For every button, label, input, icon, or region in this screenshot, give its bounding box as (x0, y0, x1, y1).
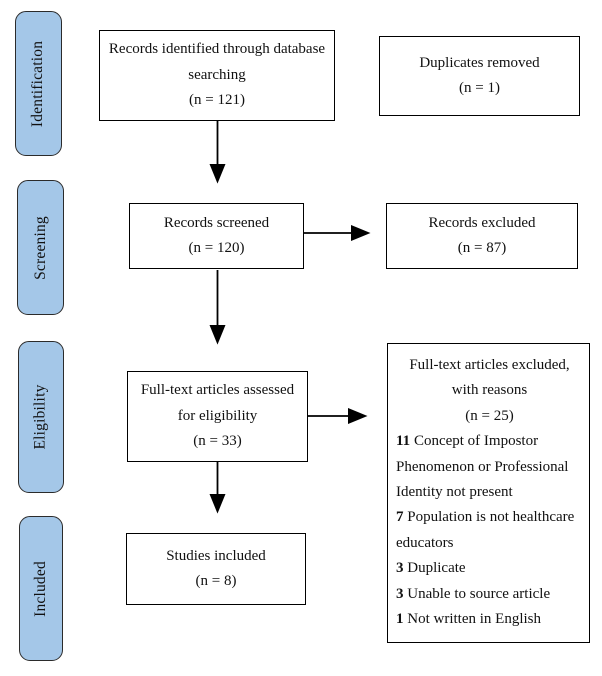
box-duplicates-removed-line1: Duplicates removed (419, 54, 540, 71)
exclusion-reason-concept-text: Concept of Impostor Phenomenon or Profes… (396, 433, 569, 501)
box-fulltext-assessed: Full-text articles assessed for eligibil… (127, 371, 308, 462)
box-records-screened-count: (n = 120) (188, 240, 245, 256)
box-duplicates-removed: Duplicates removed (n = 1) (379, 36, 580, 116)
box-records-identified-line1: Records identified through database (108, 41, 326, 58)
stage-included: Included (19, 516, 63, 661)
box-records-screened-line1: Records screened (163, 214, 270, 231)
box-fulltext-assessed-count: (n = 33) (193, 433, 242, 450)
exclusion-reason-concept: 11 Concept of Impostor Phenomenon or Pro… (396, 429, 583, 505)
box-studies-included: Studies included (n = 8) (126, 533, 306, 605)
stage-identification-label: Identification (29, 40, 47, 127)
box-records-excluded-line1: Records excluded (428, 214, 536, 231)
box-fulltext-excluded-line1: Full-text articles excluded, (409, 357, 570, 373)
box-studies-included-count: (n = 8) (195, 573, 237, 589)
box-records-identified: Records identified through database sear… (99, 30, 335, 121)
box-records-excluded: Records excluded (n = 87) (386, 203, 578, 269)
stage-screening: Screening (17, 180, 64, 315)
exclusion-reason-population-count: 7 (396, 509, 404, 526)
stage-screening-label: Screening (31, 215, 49, 280)
box-records-screened: Records screened (n = 120) (129, 203, 304, 269)
exclusion-reason-population: 7 Population is not healthcare educators (396, 505, 583, 556)
exclusion-reason-duplicate-text: Duplicate (407, 560, 466, 577)
box-fulltext-excluded-count: (n = 25) (465, 407, 514, 424)
exclusion-reason-population-text: Population is not healthcare educators (396, 509, 575, 551)
exclusion-reason-language-text: Not written in English (407, 611, 541, 628)
stage-included-label: Included (32, 560, 50, 617)
box-records-excluded-count: (n = 87) (457, 240, 507, 256)
box-fulltext-assessed-line2: for eligibility (177, 407, 258, 424)
box-duplicates-removed-count: (n = 1) (459, 80, 500, 96)
box-records-identified-line2: searching (188, 66, 246, 83)
stage-eligibility-label: Eligibility (32, 384, 50, 450)
stage-eligibility: Eligibility (18, 341, 64, 493)
box-studies-included-line1: Studies included (166, 547, 266, 564)
exclusion-reason-unsourceable-text: Unable to source article (407, 585, 551, 602)
exclusion-reason-language: 1 Not written in English (396, 607, 583, 632)
exclusion-reason-unsourceable: 3 Unable to source article (396, 582, 583, 607)
exclusion-reason-concept-count: 11 (396, 433, 411, 450)
box-fulltext-assessed-line1: Full-text articles assessed (140, 382, 295, 399)
exclusion-reason-language-count: 1 (396, 611, 404, 628)
box-records-identified-count: (n = 121) (189, 92, 245, 109)
exclusion-reason-duplicate: 3 Duplicate (396, 556, 583, 581)
exclusion-reason-duplicate-count: 3 (396, 560, 404, 577)
stage-identification: Identification (15, 11, 62, 156)
box-fulltext-excluded: Full-text articles excluded, with reason… (387, 343, 590, 643)
box-fulltext-excluded-line2: with reasons (451, 382, 528, 399)
exclusion-reason-unsourceable-count: 3 (396, 585, 404, 602)
